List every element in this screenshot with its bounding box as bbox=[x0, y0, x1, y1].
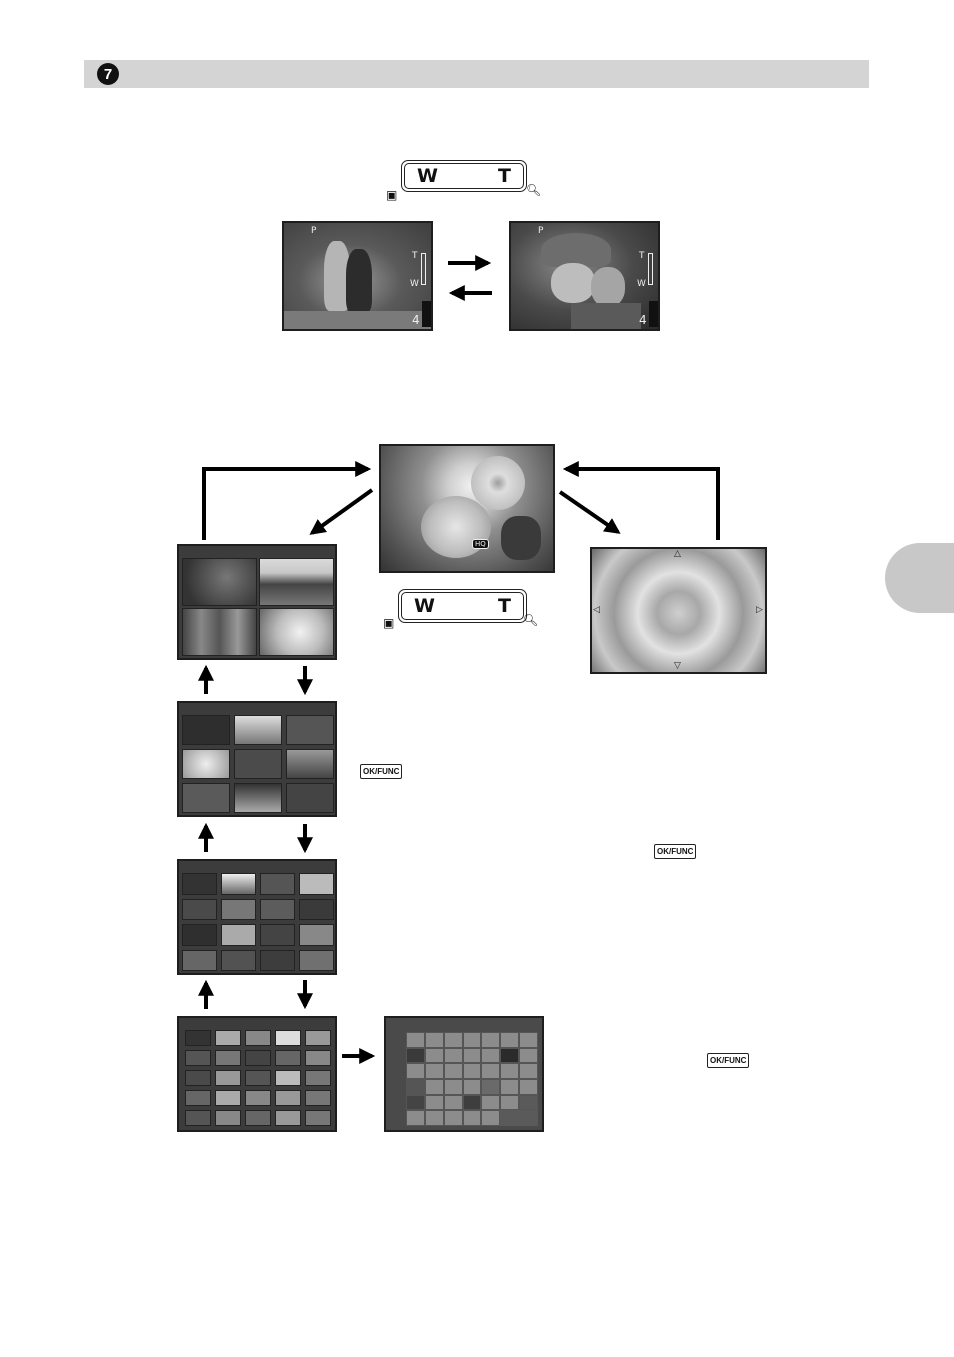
ok-func-button-icon: OK/FUNC bbox=[707, 1053, 750, 1068]
index-9-grid bbox=[182, 715, 334, 813]
index-25-screen bbox=[177, 1016, 337, 1132]
zoom-w-label: W bbox=[637, 279, 646, 289]
flower-bouquet-photo bbox=[381, 446, 553, 571]
chapter-side-tab bbox=[885, 543, 954, 613]
zoom-lever-playback: W T bbox=[398, 589, 527, 623]
ok-func-button-icon: OK/FUNC bbox=[360, 764, 403, 779]
calendar-grid bbox=[406, 1032, 538, 1126]
children-splashing-photo bbox=[284, 223, 431, 329]
scroll-left-icon: ◁ bbox=[593, 605, 600, 615]
index-16-grid bbox=[182, 873, 334, 971]
mode-indicator: P bbox=[311, 226, 317, 236]
closeup-playback-screen: △ ▽ ◁ ▷ bbox=[590, 547, 767, 674]
zoom-w-label: W bbox=[410, 279, 419, 289]
tele-label: T bbox=[498, 595, 511, 617]
scroll-right-icon: ▷ bbox=[756, 605, 763, 615]
tele-label: T bbox=[498, 165, 511, 187]
frame-counter-bar bbox=[422, 301, 431, 327]
index-grid-icon: ▣ bbox=[386, 188, 398, 202]
to-closeup-arrow bbox=[558, 490, 621, 534]
mode-indicator: P bbox=[538, 226, 544, 236]
shooting-screen-wide: P T W 4 bbox=[282, 221, 433, 331]
index-4-screen bbox=[177, 544, 337, 660]
frames-remaining: 4 bbox=[639, 313, 647, 327]
section-header-bar bbox=[84, 60, 869, 88]
index-9-screen bbox=[177, 701, 337, 817]
playback-single-frame-screen: HQ bbox=[379, 444, 555, 573]
rose-closeup-photo bbox=[592, 549, 765, 672]
ok-func-button-icon: OK/FUNC bbox=[654, 844, 697, 859]
children-closeup-photo bbox=[511, 223, 658, 329]
to-index-arrow bbox=[309, 488, 374, 535]
zoom-bar bbox=[421, 253, 426, 285]
zoom-lever-top: W T bbox=[401, 160, 527, 192]
return-to-single-right-arrow bbox=[562, 461, 720, 540]
magnifier-icon: 🔍︎ bbox=[526, 183, 542, 197]
return-to-single-left-arrow bbox=[202, 461, 372, 540]
zoom-t-label: T bbox=[412, 251, 418, 261]
wide-label: W bbox=[414, 595, 435, 617]
index-4-grid bbox=[182, 558, 334, 656]
shooting-screen-tele: P T W 4 bbox=[509, 221, 660, 331]
index-25-grid bbox=[185, 1030, 331, 1126]
image-quality-badge: HQ bbox=[472, 539, 489, 549]
calendar-display-screen bbox=[384, 1016, 544, 1132]
frame-counter-bar bbox=[649, 301, 658, 327]
magnifier-icon: 🔍︎ bbox=[523, 613, 539, 627]
zoom-t-label: T bbox=[639, 251, 645, 261]
index-16-screen bbox=[177, 859, 337, 975]
wide-label: W bbox=[417, 165, 438, 187]
step-number-badge: 7 bbox=[97, 63, 119, 85]
scroll-down-icon: ▽ bbox=[674, 661, 681, 671]
scroll-up-icon: △ bbox=[674, 549, 681, 559]
zoom-bar bbox=[648, 253, 653, 285]
frames-remaining: 4 bbox=[412, 313, 420, 327]
index-grid-icon: ▣ bbox=[383, 616, 395, 630]
